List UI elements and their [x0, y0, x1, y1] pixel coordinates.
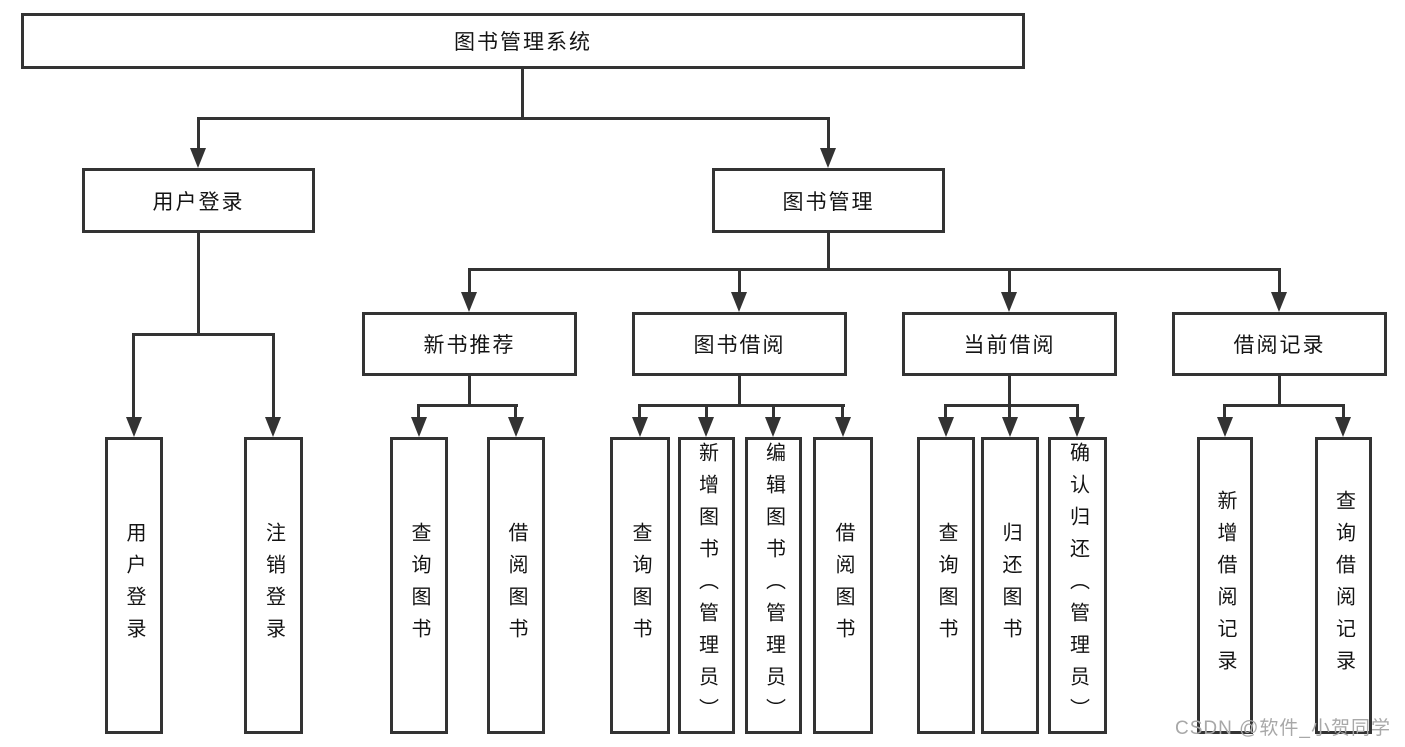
connector-line [468, 268, 471, 295]
node-br-add-record: 新增借阅记录 [1197, 437, 1253, 734]
node-user-login-label: 用户登录 [152, 190, 245, 214]
connector-line [132, 333, 274, 336]
arrow-down-icon [765, 417, 781, 437]
node-logout-label: 注销登录 [262, 521, 285, 650]
node-user-login: 用户登录 [82, 168, 315, 233]
node-bb-query-books-label: 查询图书 [629, 521, 651, 650]
connector-line [705, 404, 708, 419]
node-cb-return-books: 归还图书 [981, 437, 1039, 734]
node-bb-edit-books-admin: 编辑图书（管理员） [745, 437, 802, 734]
connector-line [132, 333, 135, 419]
connector-line [1342, 404, 1345, 419]
node-cb-query-books: 查询图书 [917, 437, 975, 734]
arrow-down-icon [508, 417, 524, 437]
node-cb-query-books-label: 查询图书 [935, 521, 957, 650]
node-borrowing-records: 借阅记录 [1172, 312, 1387, 376]
arrow-down-icon [461, 292, 477, 312]
node-user-login-leaf: 用户登录 [105, 437, 163, 734]
node-nb-borrow-books: 借阅图书 [487, 437, 545, 734]
node-new-book-recommend-label: 新书推荐 [423, 334, 516, 357]
node-br-query-record: 查询借阅记录 [1315, 437, 1372, 734]
connector-line [468, 375, 471, 407]
node-root-label: 图书管理系统 [454, 31, 592, 54]
node-book-borrowing: 图书借阅 [632, 312, 847, 376]
node-logout: 注销登录 [244, 437, 303, 734]
connector-line [638, 404, 845, 407]
connector-line [468, 268, 1281, 271]
node-borrowing-records-label: 借阅记录 [1233, 334, 1326, 357]
connector-line [1008, 375, 1011, 407]
node-nb-query-books-label: 查询图书 [408, 521, 430, 650]
connector-line [944, 404, 947, 419]
connector-line [1278, 268, 1281, 295]
node-br-add-record-label: 新增借阅记录 [1214, 489, 1236, 682]
arrow-down-icon [126, 417, 142, 437]
arrow-down-icon [1217, 417, 1233, 437]
node-root: 图书管理系统 [21, 13, 1025, 69]
connector-line [1008, 268, 1011, 295]
node-bb-borrow-books-label: 借阅图书 [832, 521, 854, 650]
node-book-management-label: 图书管理 [782, 190, 875, 214]
connector-line [738, 375, 741, 407]
node-bb-query-books: 查询图书 [610, 437, 670, 734]
node-user-login-leaf-label: 用户登录 [123, 521, 145, 650]
arrow-down-icon [411, 417, 427, 437]
connector-line [738, 268, 741, 295]
arrow-down-icon [265, 417, 281, 437]
node-book-management: 图书管理 [712, 168, 945, 233]
node-bb-add-books-admin-label: 新增图书（管理员） [695, 441, 718, 730]
node-book-borrowing-label: 图书借阅 [693, 334, 786, 357]
arrow-down-icon [1271, 292, 1287, 312]
connector-line [1008, 404, 1011, 419]
arrow-down-icon [938, 417, 954, 437]
connector-line [1278, 375, 1281, 407]
node-nb-query-books: 查询图书 [390, 437, 448, 734]
connector-line [197, 117, 200, 150]
arrow-down-icon [731, 292, 747, 312]
node-br-query-record-label: 查询借阅记录 [1332, 489, 1355, 682]
connector-line [272, 333, 275, 419]
node-nb-borrow-books-label: 借阅图书 [505, 521, 527, 650]
connector-line [827, 117, 830, 150]
connector-line [514, 404, 517, 419]
connector-line [197, 233, 200, 336]
node-new-book-recommend: 新书推荐 [362, 312, 577, 376]
arrow-down-icon [1001, 292, 1017, 312]
connector-line [1076, 404, 1079, 419]
connector-line [638, 404, 641, 419]
connector-line [944, 404, 1079, 407]
connector-line [417, 404, 420, 419]
node-bb-borrow-books: 借阅图书 [813, 437, 873, 734]
node-cb-return-books-label: 归还图书 [999, 521, 1021, 650]
arrow-down-icon [835, 417, 851, 437]
connector-line [197, 117, 830, 120]
node-bb-edit-books-admin-label: 编辑图书（管理员） [762, 441, 785, 730]
node-cb-confirm-return-admin: 确认归还（管理员） [1048, 437, 1107, 734]
arrow-down-icon [698, 417, 714, 437]
node-current-borrowing: 当前借阅 [902, 312, 1117, 376]
arrow-down-icon [820, 148, 836, 168]
node-current-borrowing-label: 当前借阅 [963, 334, 1056, 357]
arrow-down-icon [1002, 417, 1018, 437]
connector-line [1223, 404, 1226, 419]
connector-line [841, 404, 844, 419]
arrow-down-icon [1069, 417, 1085, 437]
node-bb-add-books-admin: 新增图书（管理员） [678, 437, 735, 734]
arrow-down-icon [190, 148, 206, 168]
arrow-down-icon [1335, 417, 1351, 437]
arrow-down-icon [632, 417, 648, 437]
connector-line [521, 69, 524, 120]
connector-line [827, 233, 830, 271]
connector-line [417, 404, 518, 407]
watermark: CSDN @软件_小贺同学 [1175, 718, 1391, 739]
connector-line [772, 404, 775, 419]
node-cb-confirm-return-admin-label: 确认归还（管理员） [1066, 441, 1089, 730]
connector-line [1223, 404, 1345, 407]
